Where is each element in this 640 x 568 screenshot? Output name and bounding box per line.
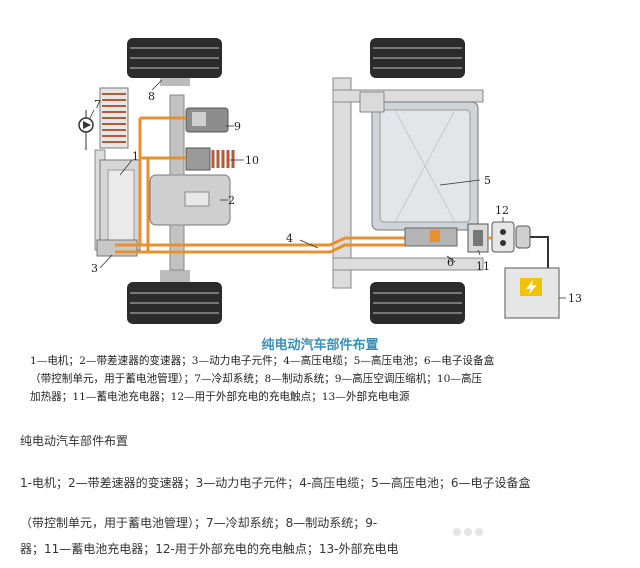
figure-legend-line-2: （带控制单元，用于蓄电池管理）；7—冷却系统；8—制动系统；9—高压空调压缩机；…	[30, 373, 483, 385]
body-title: 纯电动汽车部件布置	[20, 434, 129, 448]
battery-charger	[467, 223, 489, 253]
body-line-3: 器；11—蓄电池充电器；12-用于外部充电的充电触点；13-外部充电电	[20, 542, 399, 556]
figure-caption-title: 纯电动汽车部件布置	[261, 338, 379, 353]
hv-heater	[185, 147, 235, 171]
figure-legend-line-1: 1—电机；2—带差速器的变速器；3—动力电子元件；4—高压电缆；5—高压电池；6…	[30, 355, 495, 367]
label-2: 2	[228, 194, 235, 207]
blur-overlay	[420, 508, 600, 560]
hv-ac-compressor	[185, 107, 229, 133]
wheel-rear-right	[370, 282, 465, 324]
label-8: 8	[148, 90, 155, 103]
body-line-1: 1-电机；2—带差速器的变速器；3—动力电子元件；4-高压电缆；5—高压电池；6…	[20, 476, 531, 490]
wheel-front-right	[127, 270, 222, 324]
label-4: 4	[286, 232, 293, 245]
label-7: 7	[94, 98, 101, 111]
body-line-2: （带控制单元，用于蓄电池管理）；7—冷却系统；8—制动系统；9-	[20, 516, 378, 530]
label-9: 9	[234, 120, 241, 133]
charging-contacts	[488, 221, 549, 268]
figure-legend-line-3: 加热器；11—蓄电池充电器；12—用于外部充电的充电触点；13—外部充电电源	[30, 391, 410, 403]
label-6: 6	[447, 256, 454, 269]
external-charging-source	[504, 267, 560, 319]
electronics-box	[404, 227, 458, 247]
watermark-icon	[453, 528, 483, 536]
label-10: 10	[245, 154, 259, 167]
ev-component-diagram: 1 2 3 4 5 6 7 8 9 10 11 12 13	[78, 38, 582, 324]
transmission-with-differential	[149, 94, 231, 271]
wheel-rear-left	[370, 38, 465, 78]
label-3: 3	[91, 262, 98, 275]
label-11: 11	[476, 260, 490, 273]
label-1: 1	[132, 150, 139, 163]
high-voltage-battery	[359, 91, 479, 231]
cooling-system	[78, 87, 129, 150]
label-5: 5	[484, 174, 491, 187]
wheel-front-left	[127, 38, 222, 86]
motor-and-power-electronics	[96, 159, 141, 257]
label-12: 12	[495, 204, 509, 217]
label-13: 13	[568, 292, 582, 305]
leader-lines	[89, 79, 566, 299]
high-voltage-cable	[115, 116, 420, 254]
